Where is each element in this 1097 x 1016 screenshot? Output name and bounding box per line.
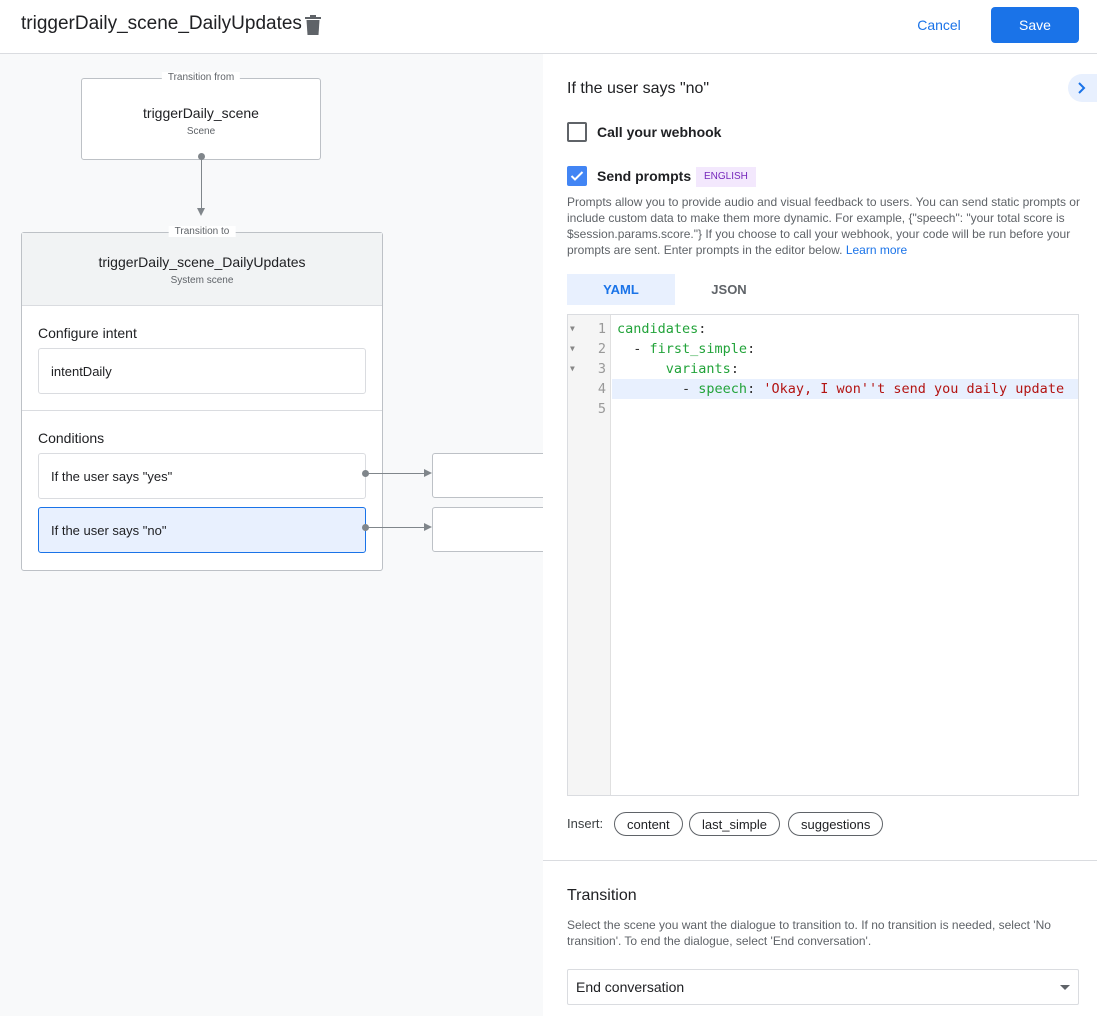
code-line[interactable]: ▼ 2 - first_simple: <box>568 339 1078 359</box>
code-indent <box>617 341 633 357</box>
target-scene-yes[interactable] <box>432 453 543 498</box>
page-title: triggerDaily_scene_DailyUpdates <box>21 13 302 34</box>
code-indent <box>617 361 666 377</box>
code-key: variants <box>665 361 731 377</box>
line-number: 5 <box>597 401 606 417</box>
webhook-label: Call your webhook <box>597 124 722 140</box>
transition-description: Select the scene you want the dialogue t… <box>567 918 1051 948</box>
panel-title: If the user says "no" <box>567 80 710 97</box>
transition-select[interactable]: End conversation <box>567 969 1079 1005</box>
connector-dot <box>198 153 205 160</box>
configure-intent-label: Configure intent <box>38 325 137 341</box>
webhook-checkbox[interactable] <box>567 122 587 142</box>
arrow-right-icon <box>424 523 432 531</box>
divider <box>543 860 1097 861</box>
tab-json[interactable]: JSON <box>711 282 747 297</box>
from-scene-name: triggerDaily_scene <box>143 105 259 121</box>
condition-panel: If the user says "no" Call your webhook … <box>543 54 1097 1016</box>
intent-field[interactable]: intentDaily <box>38 348 366 394</box>
header: triggerDaily_scene_DailyUpdates Cancel S… <box>0 0 1097 54</box>
from-scene-type: Scene <box>186 126 216 137</box>
fold-arrow-icon[interactable]: ▼ <box>570 364 575 373</box>
cancel-button[interactable]: Cancel <box>904 8 974 42</box>
target-scene-no[interactable] <box>432 507 543 552</box>
code-indent <box>617 381 682 397</box>
insert-label: Insert: <box>567 816 604 831</box>
transition-from-legend: Transition from <box>161 72 241 83</box>
line-number: 1 <box>597 321 606 337</box>
code-key: first_simple <box>649 341 748 357</box>
code-dash: - <box>633 341 650 357</box>
code-colon: : <box>747 341 756 357</box>
connector-dot <box>362 524 369 531</box>
language-badge: ENGLISH <box>696 167 756 187</box>
dropdown-arrow-icon <box>1060 985 1070 990</box>
code-line[interactable]: 4 - speech: 'Okay, I won''t send you dai… <box>568 379 1078 399</box>
condition-yes[interactable]: If the user says "yes" <box>38 453 366 499</box>
code-dash: - <box>682 381 699 397</box>
code-colon: : <box>747 381 764 397</box>
code-key: speech <box>698 381 748 397</box>
connector-line <box>201 158 202 210</box>
trash-icon[interactable] <box>305 15 321 35</box>
conditions-label: Conditions <box>38 430 105 446</box>
insert-chip-suggestions[interactable]: suggestions <box>788 812 884 836</box>
fold-arrow-icon[interactable]: ▼ <box>570 344 575 353</box>
insert-chip-content[interactable]: content <box>614 812 683 836</box>
tab-yaml[interactable]: YAML <box>567 274 675 305</box>
transition-select-value: End conversation <box>576 979 685 995</box>
transition-to-legend: Transition to <box>168 226 236 237</box>
code-key: candidates <box>617 321 699 337</box>
transition-title: Transition <box>567 887 637 904</box>
fold-arrow-icon[interactable]: ▼ <box>570 324 575 333</box>
code-string: 'Okay, I won''t send you daily update <box>763 381 1065 397</box>
insert-chip-last-simple[interactable]: last_simple <box>689 812 781 836</box>
code-colon: : <box>698 321 707 337</box>
line-number: 2 <box>597 341 606 357</box>
code-line[interactable]: 5 <box>568 399 1078 419</box>
collapse-panel-button[interactable] <box>1068 74 1097 102</box>
code-editor[interactable]: ▼ 1 candidates: ▼ 2 - first_simple: ▼ 3 varian… <box>567 314 1079 796</box>
scene-canvas: Transition from triggerDaily_scene Scene… <box>0 54 543 1016</box>
connector-line <box>366 527 426 528</box>
to-scene-name: triggerDaily_scene_DailyUpdates <box>98 254 306 270</box>
divider <box>22 410 382 411</box>
send-prompts-checkbox[interactable] <box>567 166 587 186</box>
editor-gutter <box>568 315 611 795</box>
line-number: 4 <box>597 381 606 397</box>
to-scene-type: System scene <box>170 275 234 286</box>
scene-header[interactable] <box>22 233 382 306</box>
send-prompts-label: Send prompts <box>597 168 692 184</box>
arrow-right-icon <box>424 469 432 477</box>
chevron-right-icon <box>1078 82 1086 94</box>
check-icon <box>570 171 584 181</box>
active-line-highlight <box>612 379 1078 399</box>
code-line[interactable]: ▼ 3 variants: <box>568 359 1078 379</box>
code-line[interactable]: ▼ 1 candidates: <box>568 319 1078 339</box>
learn-more-link[interactable]: Learn more <box>845 243 908 257</box>
description-text: Prompts allow you to provide audio and v… <box>567 195 1080 257</box>
condition-no[interactable]: If the user says "no" <box>38 507 366 553</box>
line-number: 3 <box>597 361 606 377</box>
arrow-down-icon <box>197 208 205 216</box>
connector-dot <box>362 470 369 477</box>
connector-line <box>366 473 426 474</box>
code-colon: : <box>730 361 739 377</box>
transition-from-card[interactable]: Transition from triggerDaily_scene Scene <box>81 72 321 160</box>
save-button[interactable]: Save <box>991 7 1079 43</box>
transition-to-card: Transition to triggerDaily_scene_DailyUp… <box>21 226 383 571</box>
prompts-description: Prompts allow you to provide audio and v… <box>567 194 1082 258</box>
